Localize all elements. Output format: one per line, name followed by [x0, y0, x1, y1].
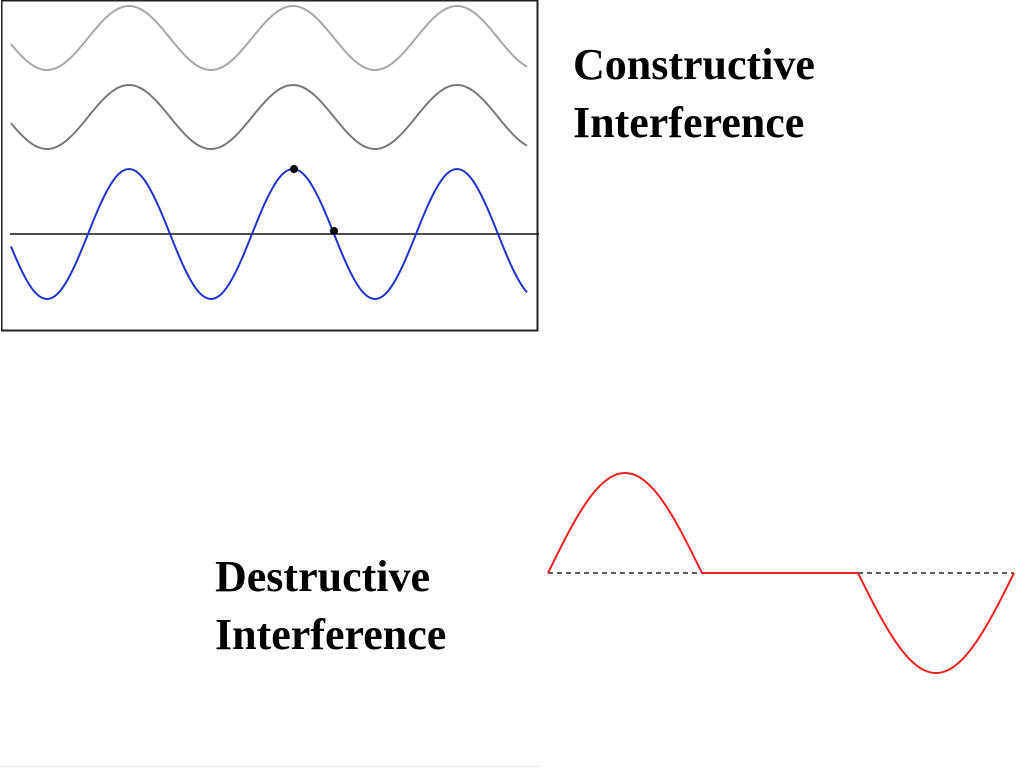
crest-marker-dot [290, 165, 298, 173]
wave-trough [857, 572, 1015, 675]
constructive-title-line-1: Constructive [573, 40, 815, 89]
diagram-frame [1, 0, 539, 332]
node-marker-dot [330, 227, 338, 235]
constructive-title-line-2: Interference [573, 98, 805, 147]
constructive-wave-diagram [1, 0, 539, 332]
bottom-divider [0, 766, 540, 767]
destructive-interference-title: Destructive Interference [215, 548, 446, 664]
destructive-title-line-2: Interference [215, 610, 447, 659]
constructive-wave-svg [1, 0, 539, 332]
resultant-wave [10, 167, 528, 301]
destructive-title-line-1: Destructive [215, 552, 431, 601]
incoming-wave-middle [10, 83, 528, 151]
constructive-interference-title: Constructive Interference [573, 36, 815, 152]
wave-crest [547, 472, 703, 574]
destructive-wave-diagram [543, 466, 1019, 680]
incoming-wave-top [10, 4, 528, 72]
destructive-wave-svg [547, 472, 1015, 675]
